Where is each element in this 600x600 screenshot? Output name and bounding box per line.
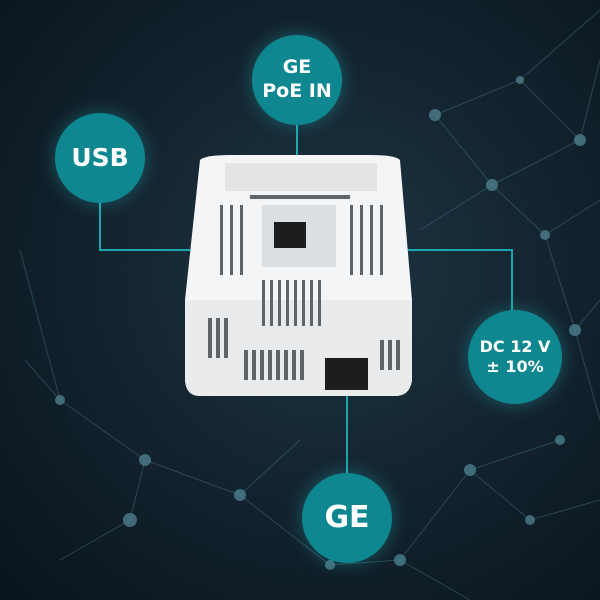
ge-label-badge: GE	[302, 473, 392, 563]
poe-label-line2: PoE IN	[262, 80, 332, 102]
dc-label-line2: ± 10%	[486, 357, 544, 376]
usb-label-badge: USB	[55, 113, 145, 203]
ge-port-icon	[325, 358, 368, 390]
access-point-device	[185, 155, 412, 396]
poe-label-line1: GE	[282, 56, 312, 79]
dc-label-line1: DC 12 V	[479, 337, 551, 356]
usb-label: USB	[71, 143, 129, 173]
poe-port-icon	[274, 222, 306, 248]
dc-label-badge: DC 12 V ± 10%	[468, 310, 562, 404]
ge-label: GE	[324, 500, 370, 536]
network-nodes	[55, 76, 586, 570]
poe-label-badge: GE PoE IN	[252, 35, 342, 125]
